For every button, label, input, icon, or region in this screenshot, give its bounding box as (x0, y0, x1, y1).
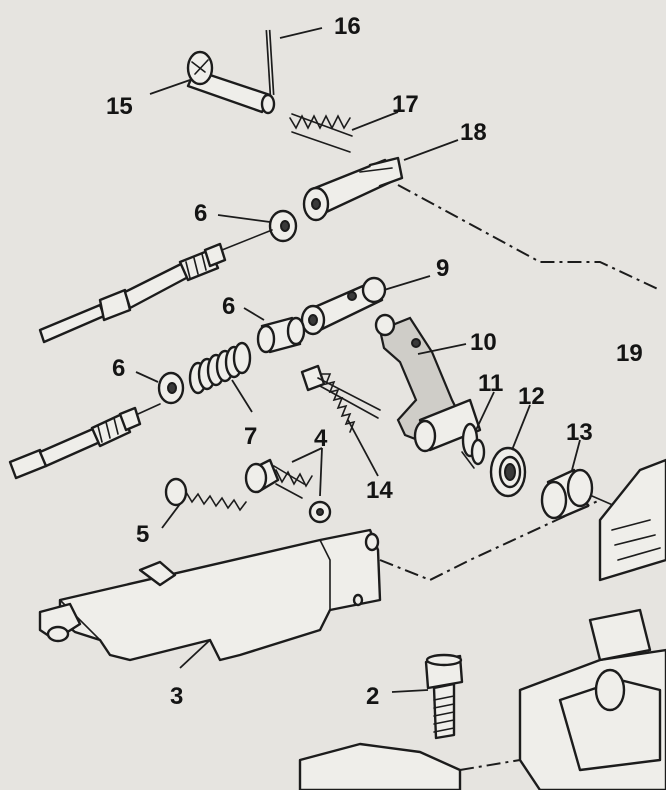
part-6-washer-lower (157, 371, 185, 405)
label-part-3: 3 (170, 683, 183, 710)
label-part-6-top: 6 (194, 200, 207, 227)
part-10-lever (374, 313, 482, 453)
part-13-bushing (540, 468, 616, 520)
label-part-6-lower: 6 (112, 355, 125, 382)
leader-lines (135, 27, 581, 693)
label-part-6-middle: 6 (222, 293, 235, 320)
part-14-bolt (300, 364, 381, 433)
lower-cable (8, 403, 161, 480)
label-part-14: 14 (366, 477, 393, 504)
label-part-15: 15 (106, 93, 133, 120)
part-3-bracket (38, 528, 382, 662)
label-part-2: 2 (366, 683, 379, 710)
part-11-clip (461, 422, 486, 469)
part-17-spring (289, 113, 353, 153)
part-5-screw (164, 477, 247, 512)
label-part-17: 17 (392, 91, 419, 118)
part-15-barrel (186, 50, 276, 115)
label-part-12: 12 (518, 383, 545, 410)
label-part-4: 4 (314, 425, 328, 452)
label-part-9: 9 (436, 255, 449, 282)
upper-cable (38, 229, 273, 344)
part-12-bearing (489, 446, 527, 498)
part-number-labels: 16 15 17 18 6 9 6 10 19 6 11 12 13 7 4 1… (106, 13, 643, 710)
part-9-clevis (300, 276, 387, 336)
label-part-16: 16 (334, 13, 361, 40)
label-part-11: 11 (478, 370, 503, 397)
label-part-10: 10 (470, 329, 497, 356)
part-16-pin (265, 29, 275, 96)
part-18-clevis (302, 156, 404, 222)
label-part-19: 19 (616, 340, 643, 367)
label-part-5: 5 (136, 521, 149, 548)
part-19-housing (298, 458, 666, 790)
label-part-18: 18 (460, 119, 487, 146)
label-part-13: 13 (566, 419, 593, 446)
part-6-washer-top (268, 209, 298, 243)
part-2-bolt (424, 653, 464, 740)
part-6-sleeve-middle (256, 316, 306, 354)
part-7-spring (188, 341, 252, 395)
label-part-7: 7 (244, 423, 257, 450)
part-4-bolt-washer (244, 458, 332, 524)
